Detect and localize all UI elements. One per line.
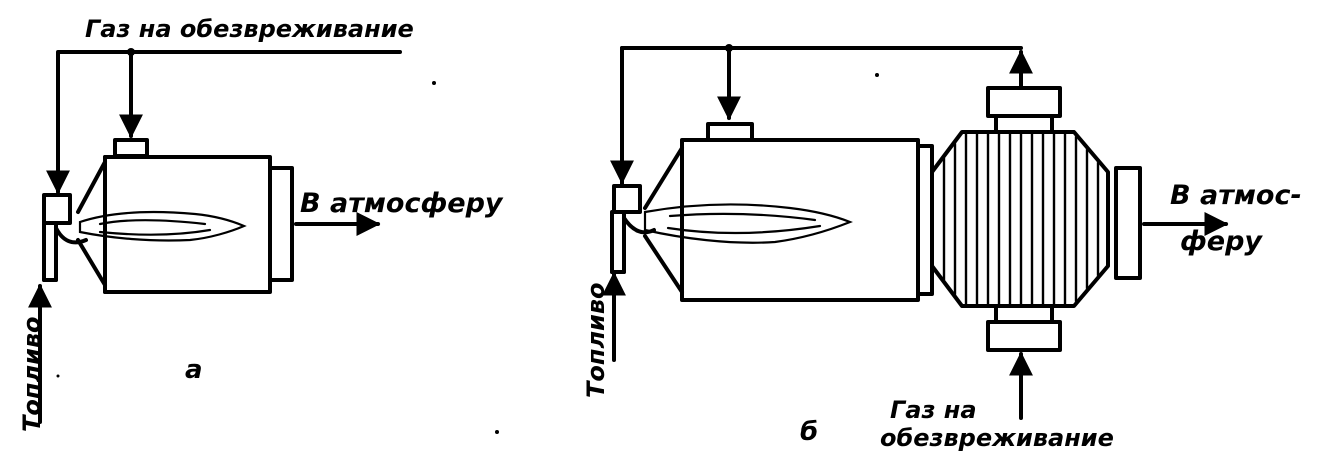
gas-return-line-b [610, 44, 1033, 188]
fuel-label-b: Топливо [582, 282, 610, 398]
top-flange-b [986, 86, 1062, 118]
burner-a [42, 193, 88, 282]
diagram-a: Газ на обезвреживание В атмосферу а Топл… [18, 15, 504, 432]
gas-label-a: Газ на обезвреживание [85, 15, 414, 43]
gas-label-b-line2: обезвреживание [880, 424, 1114, 452]
outlet-flange-a [268, 166, 294, 282]
heat-exchanger-b [930, 130, 1110, 308]
flame-inner-b [666, 212, 822, 235]
top-inlet-nozzle-b [706, 122, 754, 142]
outlet-flange-b [1114, 166, 1142, 280]
furnace-body-b [643, 138, 920, 302]
scan-specks [56, 73, 879, 434]
exhaust-label-b-line2: феру [1180, 226, 1263, 257]
gas-label-b-line1: Газ на [890, 396, 977, 424]
exhaust-label-b-line1: В атмос- [1170, 180, 1302, 211]
bottom-flange-b [986, 320, 1062, 352]
top-inlet-nozzle-a [113, 138, 149, 158]
caption-b: б [800, 417, 818, 447]
diagram-b: В атмос- феру Газ на обезвреживание б То… [582, 44, 1302, 452]
fuel-label-a: Топливо [18, 316, 46, 432]
flame-b [643, 203, 853, 244]
caption-a: а [185, 355, 203, 385]
exhaust-label-a: В атмосферу [300, 188, 504, 219]
collar-b [916, 144, 934, 296]
flame-a [78, 211, 247, 242]
flame-inner-a [98, 219, 212, 236]
gas-supply-line-a [46, 48, 402, 195]
burner-b [610, 184, 656, 274]
